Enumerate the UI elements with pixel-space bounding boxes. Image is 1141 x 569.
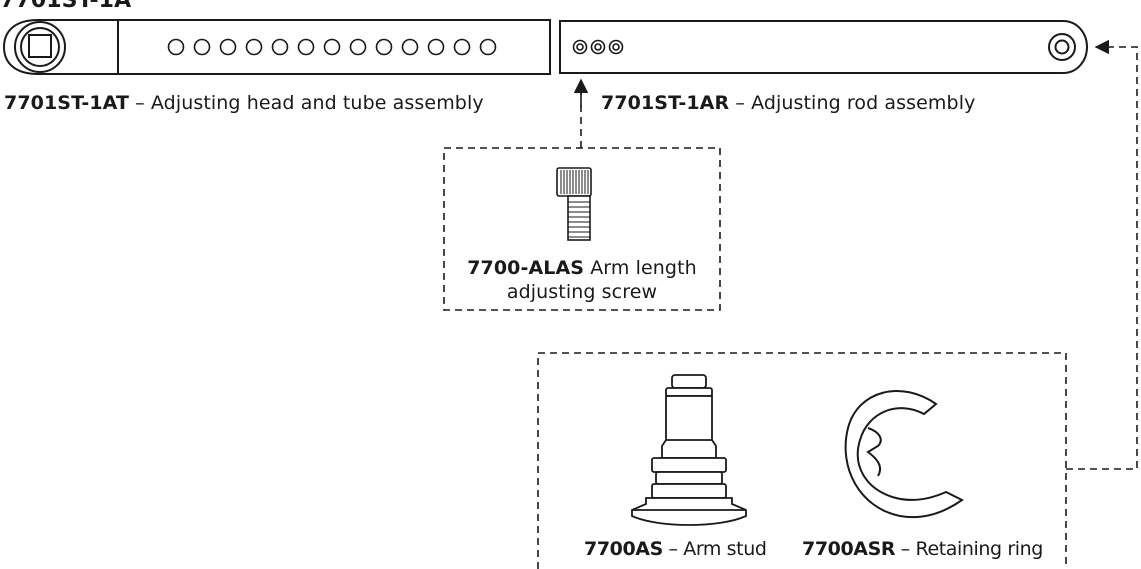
arm-stud-label: 7700AS – Arm stud <box>584 538 767 560</box>
screw-description-line2: adjusting screw <box>506 281 658 303</box>
rod-assembly-label: 7701ST-1AR – Adjusting rod assembly <box>601 92 975 114</box>
tube-part-description: – Adjusting head and tube assembly <box>135 92 484 114</box>
screw-label: 7700-ALAS Arm length adjusting screw <box>446 256 718 304</box>
retaining-ring-label: 7700ASR – Retaining ring <box>802 538 1043 560</box>
rod-end-ring-outer <box>1048 33 1076 61</box>
screw-part-code: 7700-ALAS <box>467 257 585 279</box>
rod-part-code: 7701ST-1AR <box>601 92 730 114</box>
stud-ring-callout-box <box>537 352 1067 569</box>
stud-part-description: – Arm stud <box>668 538 767 560</box>
rod-assembly-drawing <box>559 20 1089 74</box>
retaining-ring-drawing <box>844 390 964 519</box>
screw-shank <box>567 195 591 241</box>
leader-box-to-rod-end <box>1066 39 1138 470</box>
arm-stud-drawing <box>631 374 747 526</box>
rod-body <box>559 20 1089 74</box>
stud-part-code: 7700AS <box>584 538 663 560</box>
tube-part-code: 7701ST-1AT <box>4 92 130 114</box>
screw-description-line1: Arm length <box>590 257 697 279</box>
rod-holes <box>572 39 624 55</box>
head-ring-inner <box>20 27 60 67</box>
screw-label-line1: 7700-ALAS Arm length <box>446 256 718 280</box>
square-drive-icon <box>28 34 52 58</box>
tube-assembly-label: 7701ST-1AT – Adjusting head and tube ass… <box>4 92 484 114</box>
tube-holes <box>167 38 497 56</box>
screw-knurled-head <box>556 167 592 197</box>
adjusting-screw-drawing <box>556 167 592 241</box>
ring-part-description: – Retaining ring <box>900 538 1044 560</box>
head-ring-outer <box>14 21 66 73</box>
tube-body <box>117 19 551 75</box>
rod-end-ring-inner <box>1054 39 1070 55</box>
ring-part-code: 7700ASR <box>802 538 896 560</box>
page-title: 7701ST-1A <box>0 0 132 13</box>
rod-part-description: – Adjusting rod assembly <box>735 92 976 114</box>
tube-assembly-drawing <box>2 19 551 75</box>
screw-callout-box <box>443 147 721 311</box>
